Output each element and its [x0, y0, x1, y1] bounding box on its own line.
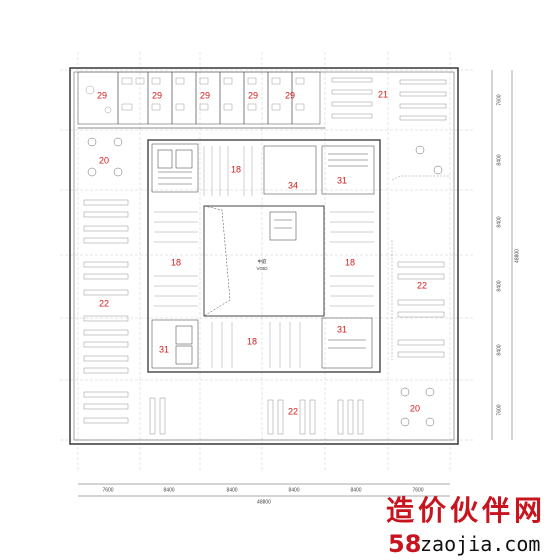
room-label: 21	[378, 89, 388, 99]
room-label: 18	[171, 257, 181, 267]
room-label: 20	[410, 403, 420, 413]
dimension-lines	[78, 70, 513, 497]
room-label: 29	[97, 90, 107, 100]
dimension-bottom: 7600	[412, 487, 423, 493]
room-label: 18	[345, 257, 355, 267]
room-label: 22	[288, 406, 298, 416]
dimension-bottom: 8400	[350, 487, 361, 493]
dimension-right-total: 48800	[514, 249, 520, 263]
room-label: 31	[337, 175, 347, 185]
desk-rows-left	[83, 199, 129, 424]
dimension-bottom: 8400	[226, 487, 237, 493]
dimension-right: 8400	[496, 216, 502, 227]
dimension-labels: 7600 8400 8400 8400 8400 7600 48800 7600 8400 840…	[102, 94, 520, 505]
room-label: 18	[247, 336, 257, 346]
outer-walls	[69, 67, 459, 445]
room-label: 29	[152, 90, 162, 100]
room-label: 29	[200, 90, 210, 100]
room-label: 20	[99, 155, 109, 165]
office-furniture	[85, 77, 305, 114]
watermark: 造价伙伴网 58 zaojia.com	[386, 494, 546, 558]
office-row-top	[77, 71, 325, 129]
room-labels: 29 29 29 29 29 21 20 18 34 31 18 18 22 22 31 18 31 22 20	[97, 89, 427, 416]
dimension-bottom: 8400	[288, 487, 299, 493]
dimension-right: 7600	[496, 94, 502, 105]
dimension-bottom: 8400	[163, 487, 174, 493]
desk-rows-right	[391, 175, 450, 360]
room-label: 31	[337, 324, 347, 334]
desk-rows-21	[331, 77, 447, 121]
dimension-right: 7600	[496, 404, 502, 415]
watermark-chinese: 造价伙伴网	[386, 494, 546, 527]
room-label: 29	[285, 90, 295, 100]
dimension-right: 8400	[496, 280, 502, 291]
room-label: 29	[248, 90, 258, 100]
dimension-bottom-total: 48800	[257, 499, 271, 505]
desk-rows-bottom	[149, 397, 364, 435]
library-stacks	[154, 146, 374, 368]
dimension-right: 8400	[496, 344, 502, 355]
watermark-domain: zaojia.com	[420, 532, 540, 556]
core-ring	[147, 139, 381, 373]
dimension-bottom: 7600	[102, 487, 113, 493]
room-label: 22	[99, 298, 109, 308]
stair-cores	[151, 143, 375, 369]
watermark-number: 58	[388, 530, 421, 558]
room-label: 18	[231, 164, 241, 174]
dimension-right: 8400	[496, 154, 502, 165]
room-label: 31	[159, 344, 169, 354]
lounge-seating	[87, 137, 443, 427]
void-label-en: VOID	[256, 266, 268, 271]
room-label: 22	[417, 280, 427, 290]
void-label-cn: 中庭	[258, 258, 267, 265]
room-label: 34	[288, 180, 298, 190]
